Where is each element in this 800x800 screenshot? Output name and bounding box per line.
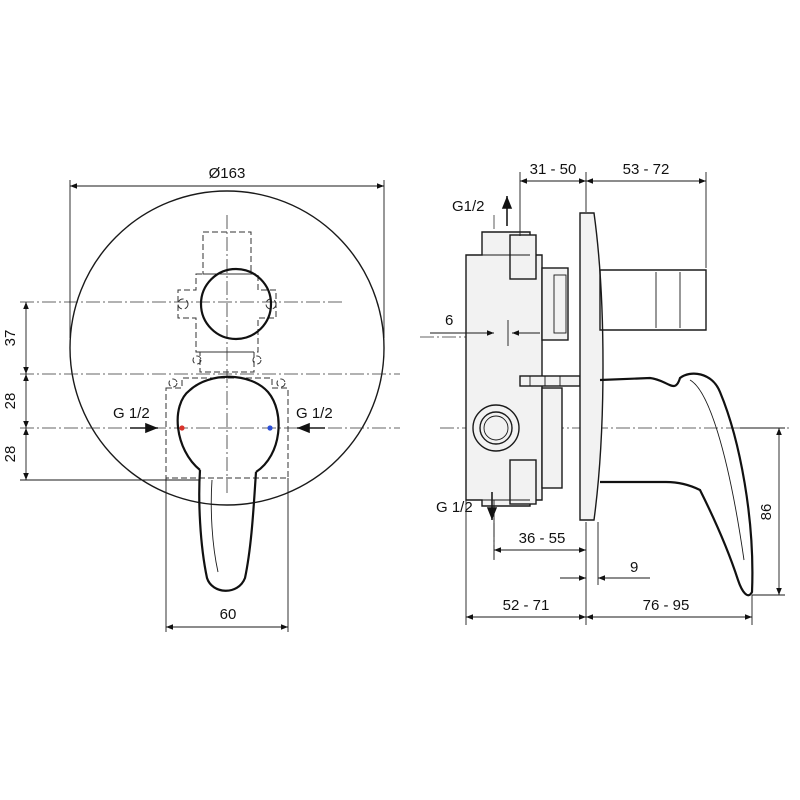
dim-36-55-label: 36 - 55 <box>519 530 566 547</box>
side-view: G1/2 G 1/2 31 - 50 53 - 72 6 36 - 55 9 5… <box>420 161 790 625</box>
diameter-label: Ø163 <box>209 165 246 182</box>
inlet-left-label: G 1/2 <box>113 405 150 422</box>
dim-9-label: 9 <box>630 559 638 576</box>
dim-86-label: 86 <box>758 504 775 521</box>
dim-76-95-label: 76 - 95 <box>643 597 690 614</box>
cartridge-upper <box>541 267 569 341</box>
cover-plate-outline <box>69 190 385 506</box>
valve-body-flange-bottom <box>509 459 537 505</box>
dim-28-upper-label: 28 <box>2 393 19 410</box>
cold-marker <box>267 425 273 431</box>
side-inlet-port-outer <box>472 404 520 452</box>
wall-plate <box>579 212 604 521</box>
cartridge-lower <box>541 387 563 489</box>
dim-37-label: 37 <box>2 330 19 347</box>
dim-28-lower-label: 28 <box>2 446 19 463</box>
inlet-right-label: G 1/2 <box>296 405 333 422</box>
lever-handle <box>198 469 258 592</box>
dim-52-71-label: 52 - 71 <box>503 597 550 614</box>
hot-marker <box>179 425 185 431</box>
lever-handle-inner <box>210 479 219 573</box>
valve-body-flange-top <box>509 234 537 280</box>
dim-31-50-label: 31 - 50 <box>530 161 577 178</box>
front-view: G 1/2 G 1/2 Ø163 37 28 28 60 <box>2 165 400 632</box>
dim-6-label: 6 <box>445 312 453 329</box>
dim-53-72-label: 53 - 72 <box>623 161 670 178</box>
dim-60-label: 60 <box>220 606 237 623</box>
outlet-bottom-label: G 1/2 <box>436 499 473 516</box>
diverter-knob <box>599 269 707 331</box>
mixer-lever-side <box>599 372 754 597</box>
outlet-top-label: G1/2 <box>452 198 485 215</box>
hidden-valve-body <box>165 231 289 479</box>
adjust-screw <box>519 375 581 387</box>
diverter-ring <box>199 267 273 341</box>
lever-rosette <box>176 375 280 473</box>
side-inlet-port-inner <box>479 411 513 445</box>
